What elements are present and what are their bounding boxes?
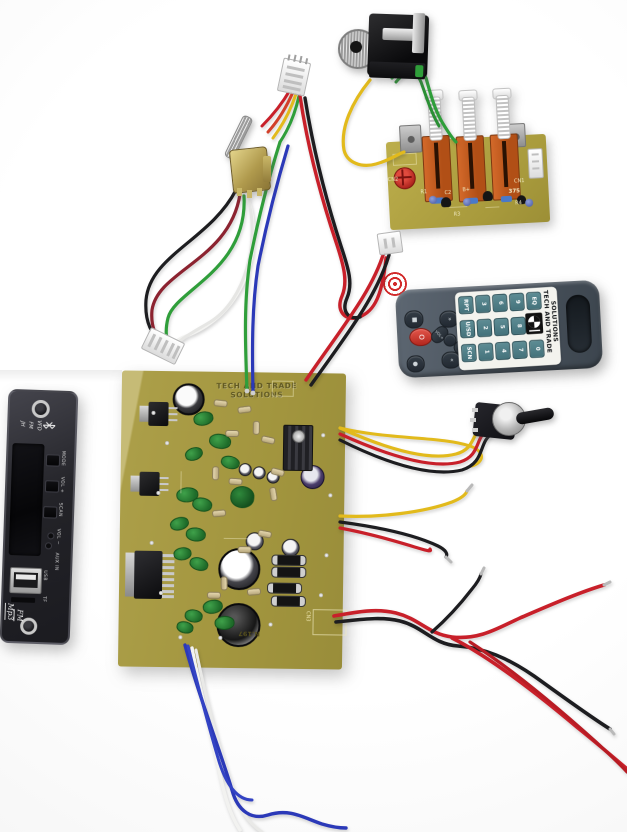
- volume-potentiometer: [468, 396, 555, 448]
- wire-black: [334, 616, 612, 731]
- brand-logo: [525, 312, 544, 335]
- wire-yellow: [338, 426, 483, 468]
- wire-black: [144, 188, 238, 346]
- tinned-tip: [608, 727, 616, 736]
- stereo-audio-jack: [337, 8, 436, 89]
- jst-connector-2pin: [376, 230, 404, 256]
- wire-red: [338, 526, 433, 553]
- wire-green: [278, 94, 301, 144]
- bluetooth-icon: [43, 421, 56, 430]
- wire-white: [172, 196, 254, 350]
- pot-lug: [257, 188, 262, 196]
- wire-yellow: [341, 78, 406, 167]
- wire-red: [450, 636, 627, 770]
- pot-lug: [470, 418, 476, 422]
- backdrop-shadow-line: [0, 370, 122, 382]
- wire-black: [430, 572, 483, 634]
- mp3-bluetooth-module: JH FM VFD MODE VOL + SCAN VOL − AUX IN U…: [0, 388, 79, 646]
- wire-black: [303, 96, 362, 320]
- pot-side-tab: [263, 156, 271, 182]
- ir-remote-control: ■ » O VOL+ VOL- ● « RPT 3 6 9 EQ U/SD 2 …: [394, 279, 604, 379]
- wire-red: [468, 640, 627, 774]
- pot-lug: [472, 408, 478, 412]
- wire-black: [338, 520, 449, 559]
- tinned-tip: [602, 580, 612, 587]
- wire-yellow: [338, 489, 469, 518]
- tinned-tip: [444, 555, 453, 564]
- wire-red: [304, 250, 386, 382]
- wire-blue: [250, 144, 290, 394]
- wire-sleeve-green: [415, 65, 424, 78]
- pot-lug: [472, 428, 478, 432]
- tinned-tip: [479, 566, 486, 576]
- solder-joint: [244, 388, 250, 394]
- remote-keypad-panel: RPT 3 6 9 EQ U/SD 2 5 8 SCN 1 4 7 0: [454, 286, 562, 371]
- wire-blue: [183, 643, 348, 830]
- wire-yellow: [271, 92, 298, 140]
- wire-black: [309, 253, 391, 387]
- wire-black: [338, 432, 494, 474]
- wire-red: [266, 90, 295, 134]
- wire-white: [190, 646, 242, 832]
- tinned-tip: [465, 483, 474, 493]
- rotary-potentiometer: [205, 112, 277, 207]
- jack-bracket: [411, 12, 426, 54]
- pot-lug: [247, 190, 252, 198]
- solder-joint: [250, 390, 256, 396]
- wire-red: [338, 426, 492, 466]
- wire-red: [298, 94, 388, 320]
- wire-blue: [186, 644, 254, 802]
- pot-lug: [237, 188, 242, 196]
- brand-logo-emblem: [528, 315, 541, 332]
- pot-disc: [492, 402, 526, 436]
- wire-maroon: [150, 192, 242, 348]
- wire-red: [260, 88, 292, 128]
